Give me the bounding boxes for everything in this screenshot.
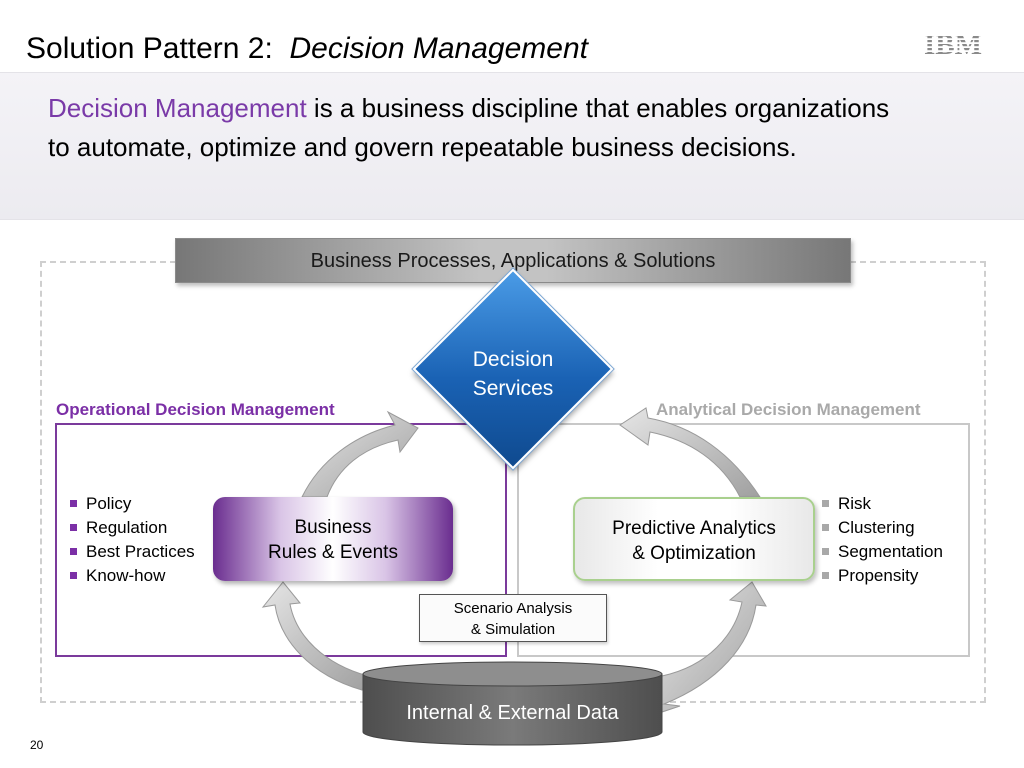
predictive-line: Predictive Analytics (612, 518, 776, 539)
definition-rest: is a business discipline that enables or… (48, 93, 890, 162)
curved-arrow-upper-left (301, 410, 419, 498)
business-rules-line: Business (294, 517, 372, 538)
cylinder-body (362, 673, 663, 746)
list-item: Policy (68, 492, 195, 516)
slide-title-plain: Solution Pattern 2: (26, 32, 273, 65)
business-rules-line: Rules & Events (268, 542, 398, 563)
decision-services-label: Decision Services (433, 345, 593, 403)
business-rules-label: Business Rules & Events (213, 515, 453, 565)
list-item: Regulation (68, 516, 195, 540)
scenario-analysis-box: Scenario Analysis & Simulation (419, 594, 607, 642)
list-item: Clustering (820, 516, 943, 540)
predictive-analytics-label: Predictive Analytics & Optimization (575, 516, 813, 566)
curved-arrow-lower-right (661, 581, 767, 713)
list-item: Know-how (68, 564, 195, 588)
definition-banner: Decision Management is a business discip… (0, 72, 1024, 220)
decision-services-line: Services (472, 377, 554, 400)
list-item: Propensity (820, 564, 943, 588)
slide-title: Solution Pattern 2: Decision Management (26, 32, 588, 66)
data-store-label: Internal & External Data (406, 702, 619, 724)
slide-title-italic: Decision Management (289, 32, 589, 65)
operational-panel (55, 423, 507, 657)
cylinder-top (362, 661, 663, 687)
analytical-panel (517, 423, 970, 657)
page-number: 20 (30, 738, 44, 752)
list-item: Segmentation (820, 540, 943, 564)
scenario-line: & Simulation (470, 621, 556, 638)
curved-arrow-lower-left (261, 581, 369, 691)
list-item: Best Practices (68, 540, 195, 564)
operational-label: Operational Decision Management (56, 400, 335, 419)
analytical-label: Analytical Decision Management (656, 400, 921, 419)
curved-arrow-upper-right (619, 407, 761, 498)
decision-services-line: Decision (472, 348, 554, 371)
definition-highlight: Decision Management (48, 93, 307, 123)
definition-text: Decision Management is a business discip… (48, 89, 908, 167)
predictive-analytics-box: Predictive Analytics & Optimization (573, 497, 815, 581)
list-item: Risk (820, 492, 943, 516)
business-rules-box: Business Rules & Events (213, 497, 453, 581)
ibm-logo-text: IBM (924, 29, 982, 58)
ibm-logo: IBM (924, 29, 982, 58)
operational-list: Policy Regulation Best Practices Know-ho… (68, 492, 195, 588)
data-store-cylinder (362, 661, 663, 746)
scenario-line: Scenario Analysis (453, 600, 573, 617)
predictive-line: & Optimization (632, 543, 756, 564)
analytical-list: Risk Clustering Segmentation Propensity (820, 492, 943, 588)
